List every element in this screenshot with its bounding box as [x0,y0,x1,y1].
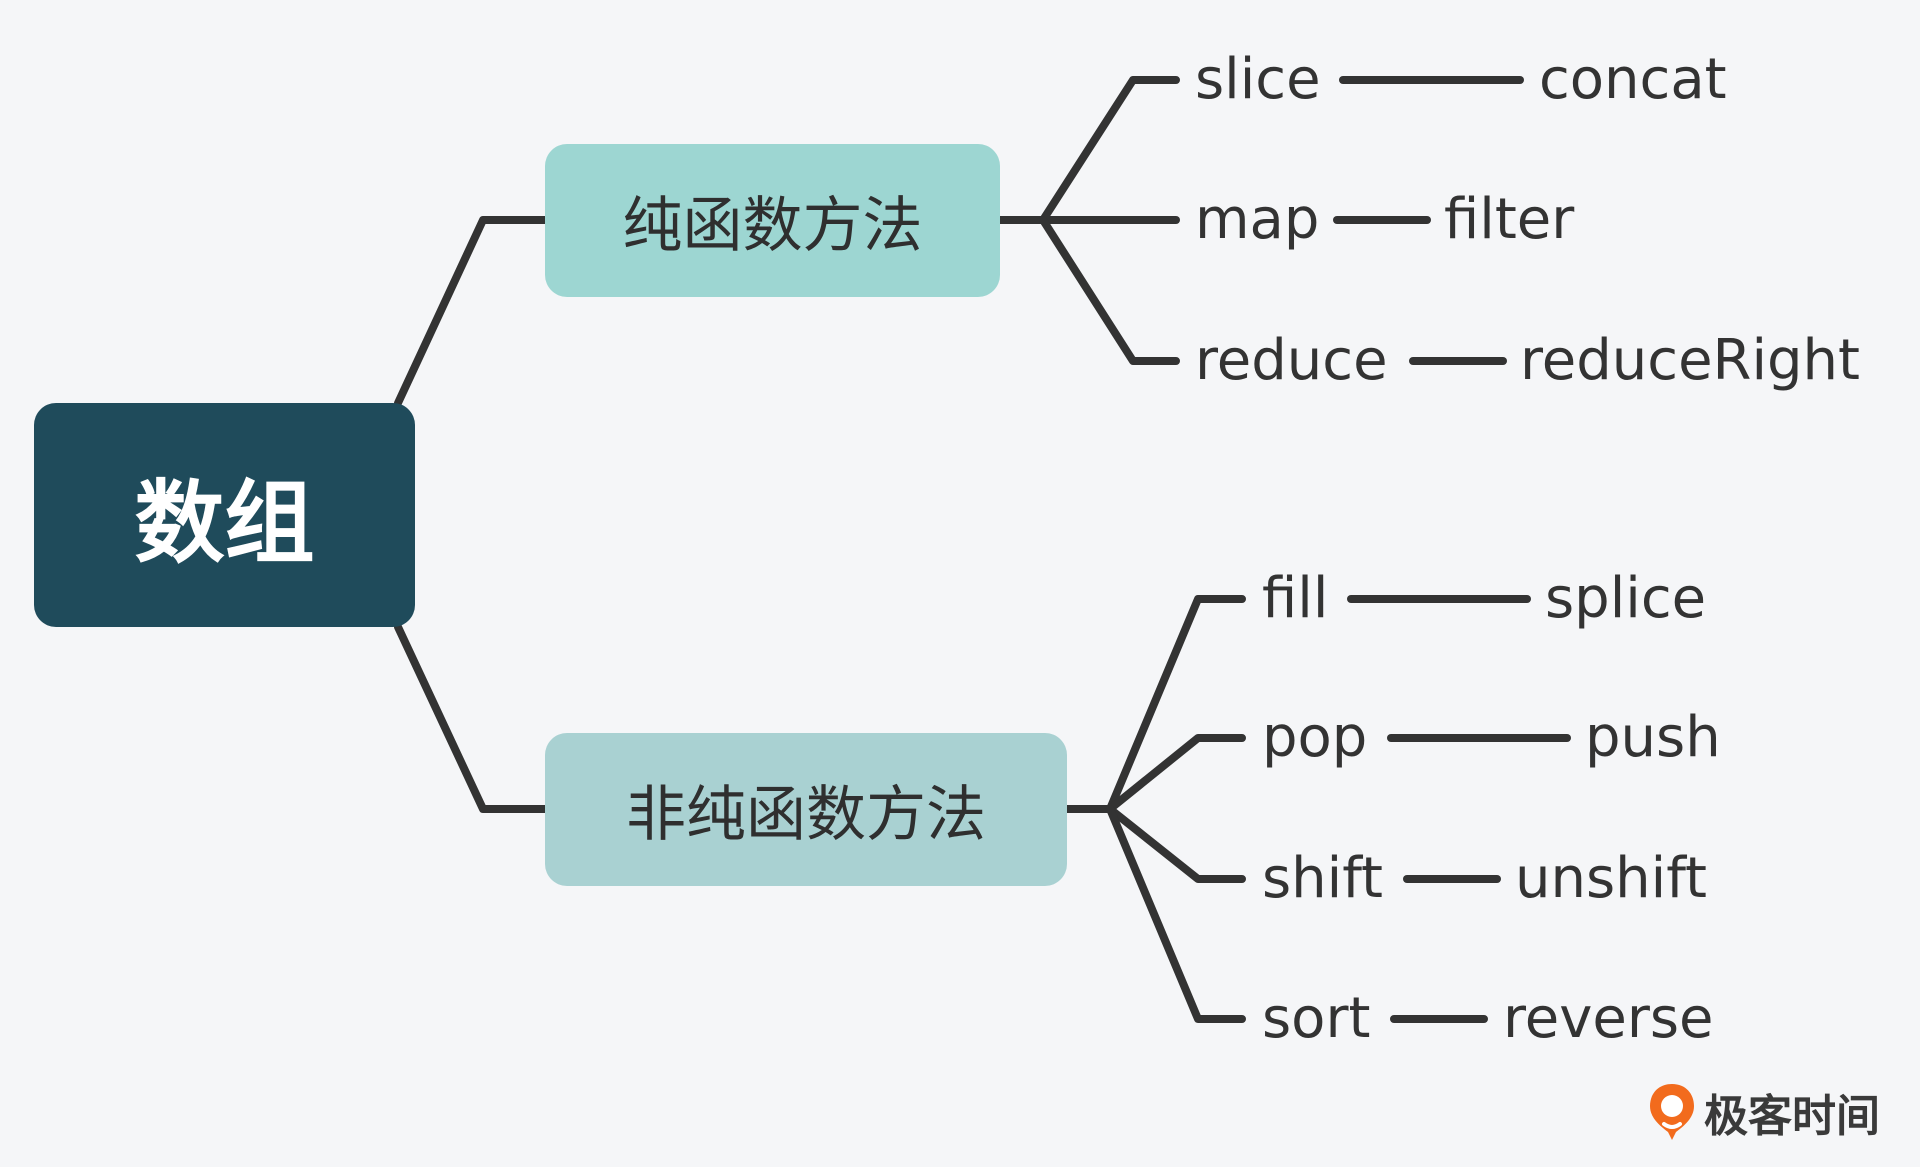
connector-impure-shift [1106,805,1246,883]
connector-pure-reduce [1039,216,1180,365]
connector-impure-fill [1106,595,1246,813]
branch-node-impure: 非纯函数方法 [545,733,1067,886]
connector-root-impure [394,623,549,813]
logo-text: 极客时间 [1704,1091,1880,1142]
geektime-logo-icon [1650,1084,1694,1140]
leaf-pair: concat [1539,47,1727,112]
leaf-pair: reduceRight [1520,328,1860,393]
leaf-pair: reverse [1503,986,1714,1051]
leaf-pair: push [1585,705,1721,770]
leaf-method: fill [1262,566,1329,631]
connector-impure-pop [1106,734,1246,813]
branch-label-pure: 纯函数方法 [622,191,923,261]
leaf-method: map [1195,187,1320,252]
branch-label-impure: 非纯函数方法 [626,780,986,850]
leaf-method: sort [1262,986,1371,1051]
leaf-method: reduce [1195,328,1388,393]
root-label: 数组 [134,471,315,576]
connector-impure-sort [1106,805,1246,1023]
leaf-pair: unshift [1515,846,1707,911]
root-node: 数组 [34,403,415,627]
branch-node-pure: 纯函数方法 [545,144,1000,297]
leaf-method: pop [1262,705,1368,770]
leaf-method: slice [1195,47,1321,112]
leaf-pair: filter [1444,187,1575,252]
connector-pure-slice [1039,76,1180,224]
brand-logo: 极客时间 [1646,1080,1880,1144]
leaf-pair: splice [1545,566,1707,631]
leaf-method: shift [1262,846,1383,911]
connector-root-pure [394,216,549,407]
